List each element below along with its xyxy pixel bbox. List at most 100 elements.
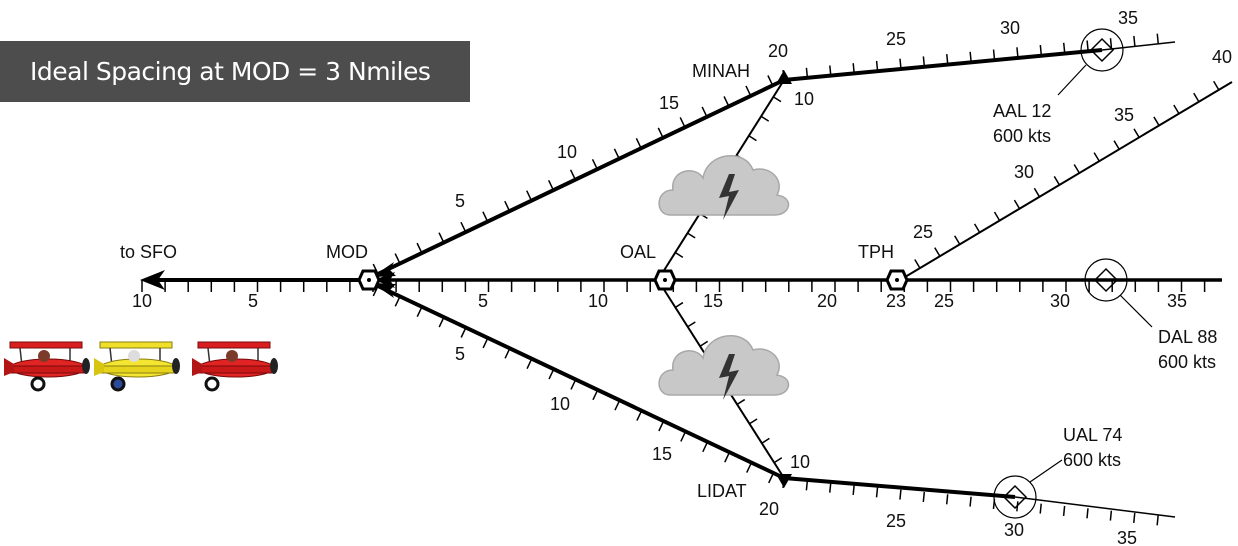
lidat-fix-label: LIDAT [697, 481, 747, 501]
aal12-speed: 600 kts [993, 126, 1051, 146]
tph-branch-label: 30 [1014, 162, 1034, 182]
scale-tick [805, 480, 809, 491]
mod-fix-label: MOD [326, 242, 368, 262]
scale-tick [1133, 512, 1136, 524]
ual74-aircraft-symbol [993, 459, 1063, 519]
scale-tick [748, 135, 757, 142]
spacing-banner: Ideal Spacing at MOD = 3 Nmiles [0, 41, 470, 102]
lower-route [377, 284, 785, 480]
scale-tick [416, 306, 423, 318]
weather-cloud-icon [658, 335, 790, 400]
scale-tick [394, 253, 401, 264]
scale-tick [460, 221, 467, 233]
scale-tick [699, 340, 709, 347]
biplane-icon [192, 341, 278, 392]
scale-tick [922, 56, 926, 67]
ual74-callsign: UAL 74 [1063, 425, 1122, 445]
lower-scale-label: 35 [1117, 528, 1137, 546]
main-scale-label: 5 [248, 291, 258, 311]
aal12-aircraft-symbol [1057, 28, 1124, 96]
lower-scale-label: 10 [550, 394, 570, 414]
scale-tick [482, 211, 489, 222]
main-scale-label: 10 [588, 291, 608, 311]
scale-tick [1086, 40, 1089, 51]
scale-tick [547, 179, 555, 191]
ual74-speed: 600 kts [1063, 450, 1121, 470]
upper-scale-label: 15 [659, 93, 679, 113]
lidat-fix-marker [776, 474, 792, 488]
scale-tick [992, 49, 996, 60]
tph-branch-label: 35 [1114, 105, 1134, 125]
scale-tick [1173, 104, 1180, 115]
scale-tick [875, 487, 879, 498]
scale-tick [1193, 92, 1200, 103]
destination-label: to SFO [120, 242, 177, 262]
scale-tick [702, 441, 709, 453]
scale-tick [1016, 47, 1019, 58]
scale-tick [1039, 44, 1043, 56]
main-scale-label: 5 [478, 291, 488, 311]
oal-fix-marker [653, 269, 677, 291]
scale-tick [829, 482, 832, 493]
scale-tick [1013, 199, 1021, 210]
scale-tick [1156, 33, 1159, 44]
scale-tick [526, 358, 533, 369]
aal12-callsign: AAL 12 [993, 101, 1051, 121]
scale-tick [614, 399, 621, 411]
scale-tick [1109, 510, 1113, 521]
scale-tick [945, 494, 949, 505]
scale-tick [438, 232, 445, 243]
scale-tick [805, 67, 809, 78]
scale-tick [1156, 515, 1159, 526]
scale-tick [394, 296, 401, 307]
scale-tick [1093, 152, 1100, 162]
scale-tick [1062, 42, 1066, 53]
lower-scale-label: 5 [455, 344, 465, 364]
biplane-icon [4, 341, 90, 392]
scale-tick [914, 259, 921, 269]
tph-fix-marker [885, 269, 909, 291]
lower-scale-label: 15 [652, 444, 672, 464]
scale-tick [761, 437, 770, 444]
scale-tick [482, 337, 489, 349]
scale-tick [680, 431, 687, 442]
scale-tick [1133, 128, 1140, 138]
scale-tick [969, 496, 972, 507]
tph-branch-label: 40 [1212, 47, 1232, 67]
dal88-aircraft-symbol [1084, 258, 1153, 328]
scale-tick [993, 211, 1001, 221]
minah-to-aal-route [783, 48, 1103, 82]
main-scale-label: 10 [132, 291, 152, 311]
tph-fix-label: TPH [858, 242, 894, 262]
scale-tick [934, 247, 941, 257]
dal88-callsign: DAL 88 [1158, 327, 1217, 347]
lower-scale-label: 20 [759, 499, 779, 519]
scale-tick [1073, 164, 1080, 174]
scale-tick [768, 472, 775, 484]
scale-tick [1033, 187, 1041, 198]
scale-tick [746, 462, 753, 473]
main-scale-label: 30 [1050, 291, 1070, 311]
scale-tick [416, 242, 423, 254]
scale-tick [772, 96, 782, 103]
scale-tick [1213, 80, 1220, 91]
scale-tick [973, 223, 981, 233]
upper-scale-label: 5 [455, 191, 465, 211]
scale-tick [1153, 116, 1160, 126]
scale-tick [723, 96, 730, 107]
tph-branch-label: 25 [913, 222, 933, 242]
oal-fix-label: OAL [620, 242, 656, 262]
scale-tick [460, 327, 467, 338]
main-scale-label: 15 [703, 291, 723, 311]
scale-tick [548, 368, 555, 380]
scale-tick [613, 148, 620, 160]
scale-tick [745, 85, 752, 97]
tph-branch-line [899, 81, 1233, 281]
scale-tick [829, 65, 832, 76]
scale-tick [736, 398, 746, 406]
scale-tick [504, 200, 511, 212]
scale-tick [1062, 505, 1066, 517]
scale-tick [657, 127, 664, 139]
scale-tick [438, 316, 445, 328]
scale-tick [679, 117, 686, 128]
